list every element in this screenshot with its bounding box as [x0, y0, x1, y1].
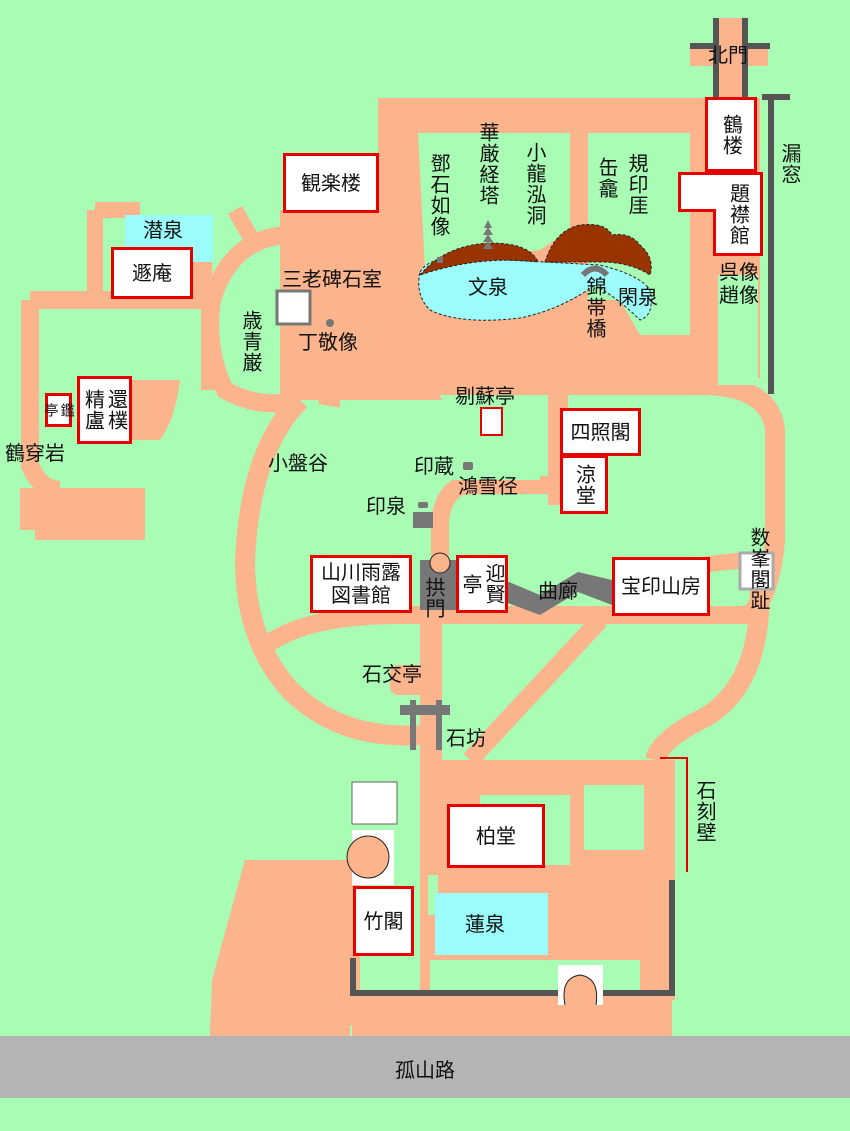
building-dunan[interactable]: 遯庵	[111, 247, 193, 299]
label-wuxiang: 呉像	[719, 260, 759, 284]
label-huayan: 華厳経塔	[476, 122, 500, 206]
label-xiaolong: 小龍泓洞	[523, 142, 547, 226]
label-dingjing: 丁敬像	[298, 330, 358, 354]
label-yinquan: 印泉	[366, 494, 406, 518]
building-guanle[interactable]: 観楽楼	[283, 153, 379, 213]
building-baitang[interactable]: 柏堂	[447, 804, 545, 868]
pisu-pavilion	[480, 407, 503, 436]
building-helou[interactable]: 鶴楼	[705, 97, 757, 172]
label-hongxue: 鴻雪径	[458, 474, 518, 498]
shike-wall	[660, 757, 688, 872]
label-hechuan: 鶴穿岩	[5, 441, 65, 465]
lianquan-pool	[435, 893, 548, 955]
label-shike: 石刻壁	[693, 780, 717, 843]
building-liangtang[interactable]: 涼堂	[560, 455, 608, 514]
water-bodies	[125, 215, 652, 955]
label-wenquan: 文泉	[468, 275, 508, 299]
label-xiaopan: 小盤谷	[268, 451, 328, 475]
label-sanlao: 三老碑石室	[282, 267, 382, 291]
moon-gate-west-icon	[346, 835, 390, 879]
gongmen-arch-icon	[429, 552, 451, 574]
label-shijiao: 石交亭	[362, 662, 422, 686]
walls	[350, 18, 790, 996]
building-shanchuan[interactable]: 山川雨露 図書館	[310, 555, 412, 613]
building-yingxian[interactable]: 迎賢亭	[456, 555, 508, 613]
label-qulang: 曲廊	[538, 579, 578, 603]
sanlao-stone-room	[275, 289, 312, 326]
shifang-icon	[400, 700, 450, 750]
label-louchuang: 漏窓	[778, 143, 802, 185]
label-suiqing: 歳青巌	[239, 310, 263, 373]
label-gongmen: 拱門	[422, 577, 446, 619]
jindai-bridge-icon	[580, 265, 610, 278]
south-pavilion-base	[351, 781, 398, 825]
label-shufeng: 数峯閣趾	[747, 527, 771, 611]
label-fouwan: 缶龕	[595, 157, 619, 199]
label-gushan-road: 孤山路	[395, 1058, 455, 1082]
building-jianting[interactable]: 鑑亭	[43, 393, 75, 427]
building-sizhao[interactable]: 四照閣	[560, 408, 641, 456]
label-jindai: 錦帯橋	[583, 276, 607, 339]
label-dengshi: 鄧石如像	[427, 153, 451, 237]
building-tijin-wing	[678, 172, 716, 212]
building-tijin[interactable]: 題襟館	[713, 172, 763, 256]
label-lianquan: 蓮泉	[465, 912, 505, 936]
label-pisu: 剔蘇亭	[455, 384, 515, 408]
label-shifang: 石坊	[446, 726, 486, 750]
wenquan-pool	[418, 257, 652, 321]
label-guiyin: 規印厓	[625, 153, 649, 216]
building-baoyin[interactable]: 宝印山房	[612, 557, 710, 616]
building-zhuge[interactable]: 竹閣	[353, 886, 414, 956]
shanchuan-line2: 図書館	[331, 583, 391, 607]
corridor	[420, 560, 612, 615]
pagoda-icon	[483, 220, 493, 249]
moon-gate-south-icon	[563, 974, 598, 1006]
shufeng-site	[738, 551, 775, 591]
label-beimen: 北門	[708, 43, 748, 67]
label-yincang: 印蔵	[414, 454, 454, 478]
rock-mounds	[418, 224, 652, 277]
gushan-road	[0, 1036, 850, 1098]
stone-markers	[326, 257, 473, 528]
building-huanpu[interactable]: 還樸精盧	[77, 376, 132, 444]
shanchuan-line1: 山川雨露	[321, 560, 401, 584]
label-xianquan: 閑泉	[618, 285, 658, 309]
label-qianquan: 潜泉	[143, 218, 183, 242]
label-zhaoxiang: 趙像	[719, 283, 759, 307]
